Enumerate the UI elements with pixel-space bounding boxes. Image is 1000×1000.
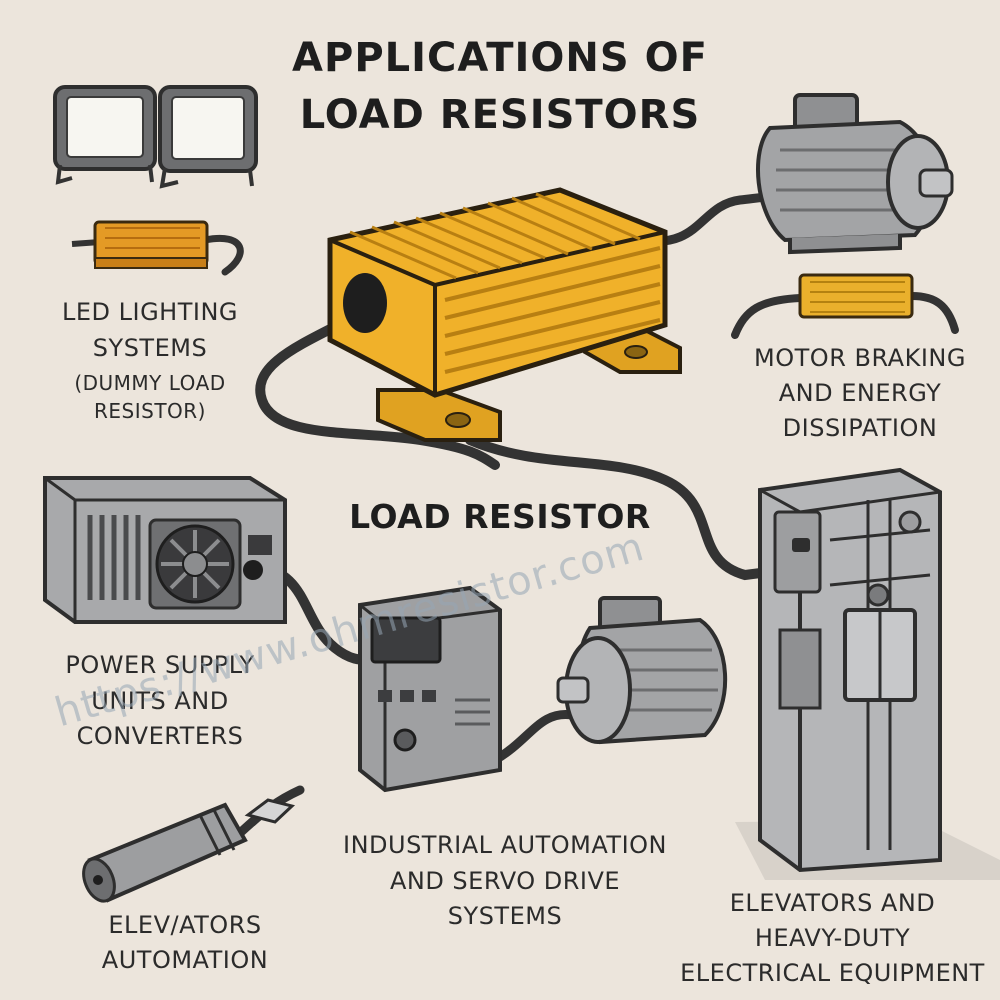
led-label-line-2: SYSTEMS xyxy=(92,334,208,362)
led-label-line-4: RESISTOR) xyxy=(94,399,206,423)
motor-label-line-3: DISSIPATION xyxy=(782,414,938,442)
elevators-label-line-2: HEAVY-DUTY xyxy=(754,924,911,952)
motor-label-line-2: AND ENERGY xyxy=(778,379,942,407)
motor-label-line-1: MOTOR BRAKING xyxy=(754,344,966,372)
cable-resistor-left xyxy=(255,313,500,470)
center-label: LOAD RESISTOR xyxy=(349,497,651,536)
led-label-line-1: LED LIGHTING xyxy=(61,298,239,326)
main-load-resistor xyxy=(327,187,682,442)
psu-label-line-2: UNITS AND xyxy=(91,687,229,715)
cable-small-resistor-right-tail xyxy=(908,292,959,334)
servo-motor xyxy=(556,596,727,745)
automation-label-line-1: ELEV/ATORS xyxy=(108,911,262,939)
motor-top-right xyxy=(756,93,954,255)
power-supply-unit xyxy=(43,476,287,624)
elevators-label-line-1: ELEVATORS AND xyxy=(729,889,936,917)
cable-resistor-to-elevator xyxy=(465,435,805,581)
title-line-1: APPLICATIONS OF xyxy=(292,35,708,81)
led-label-line-3: (DUMMY LOAD xyxy=(74,371,226,395)
cable-small-resistor-left xyxy=(201,234,244,276)
elevators-label-line-3: ELECTRICAL EQUIPMENT xyxy=(680,959,985,987)
industrial-label-line-2: AND SERVO DRIVE xyxy=(389,867,621,895)
psu-label-line-3: CONVERTERS xyxy=(76,722,244,750)
industrial-label-line-1: INDUSTRIAL AUTOMATION xyxy=(342,831,668,859)
controller-box xyxy=(358,585,502,793)
psu-label-line-1: POWER SUPPLY xyxy=(65,651,255,679)
title-line-2: LOAD RESISTORS xyxy=(299,92,701,138)
automation-label-line-2: AUTOMATION xyxy=(101,946,269,974)
cylinder-actuator xyxy=(82,798,296,903)
cable-small-resistor-right xyxy=(731,294,804,339)
elevator-cabinet xyxy=(735,467,1000,880)
small-resistor-left xyxy=(71,220,209,269)
industrial-label-line-3: SYSTEMS xyxy=(447,902,563,930)
led-floodlights xyxy=(53,85,258,189)
small-resistor-right xyxy=(798,273,914,319)
cable-controller-to-motor xyxy=(490,709,577,765)
